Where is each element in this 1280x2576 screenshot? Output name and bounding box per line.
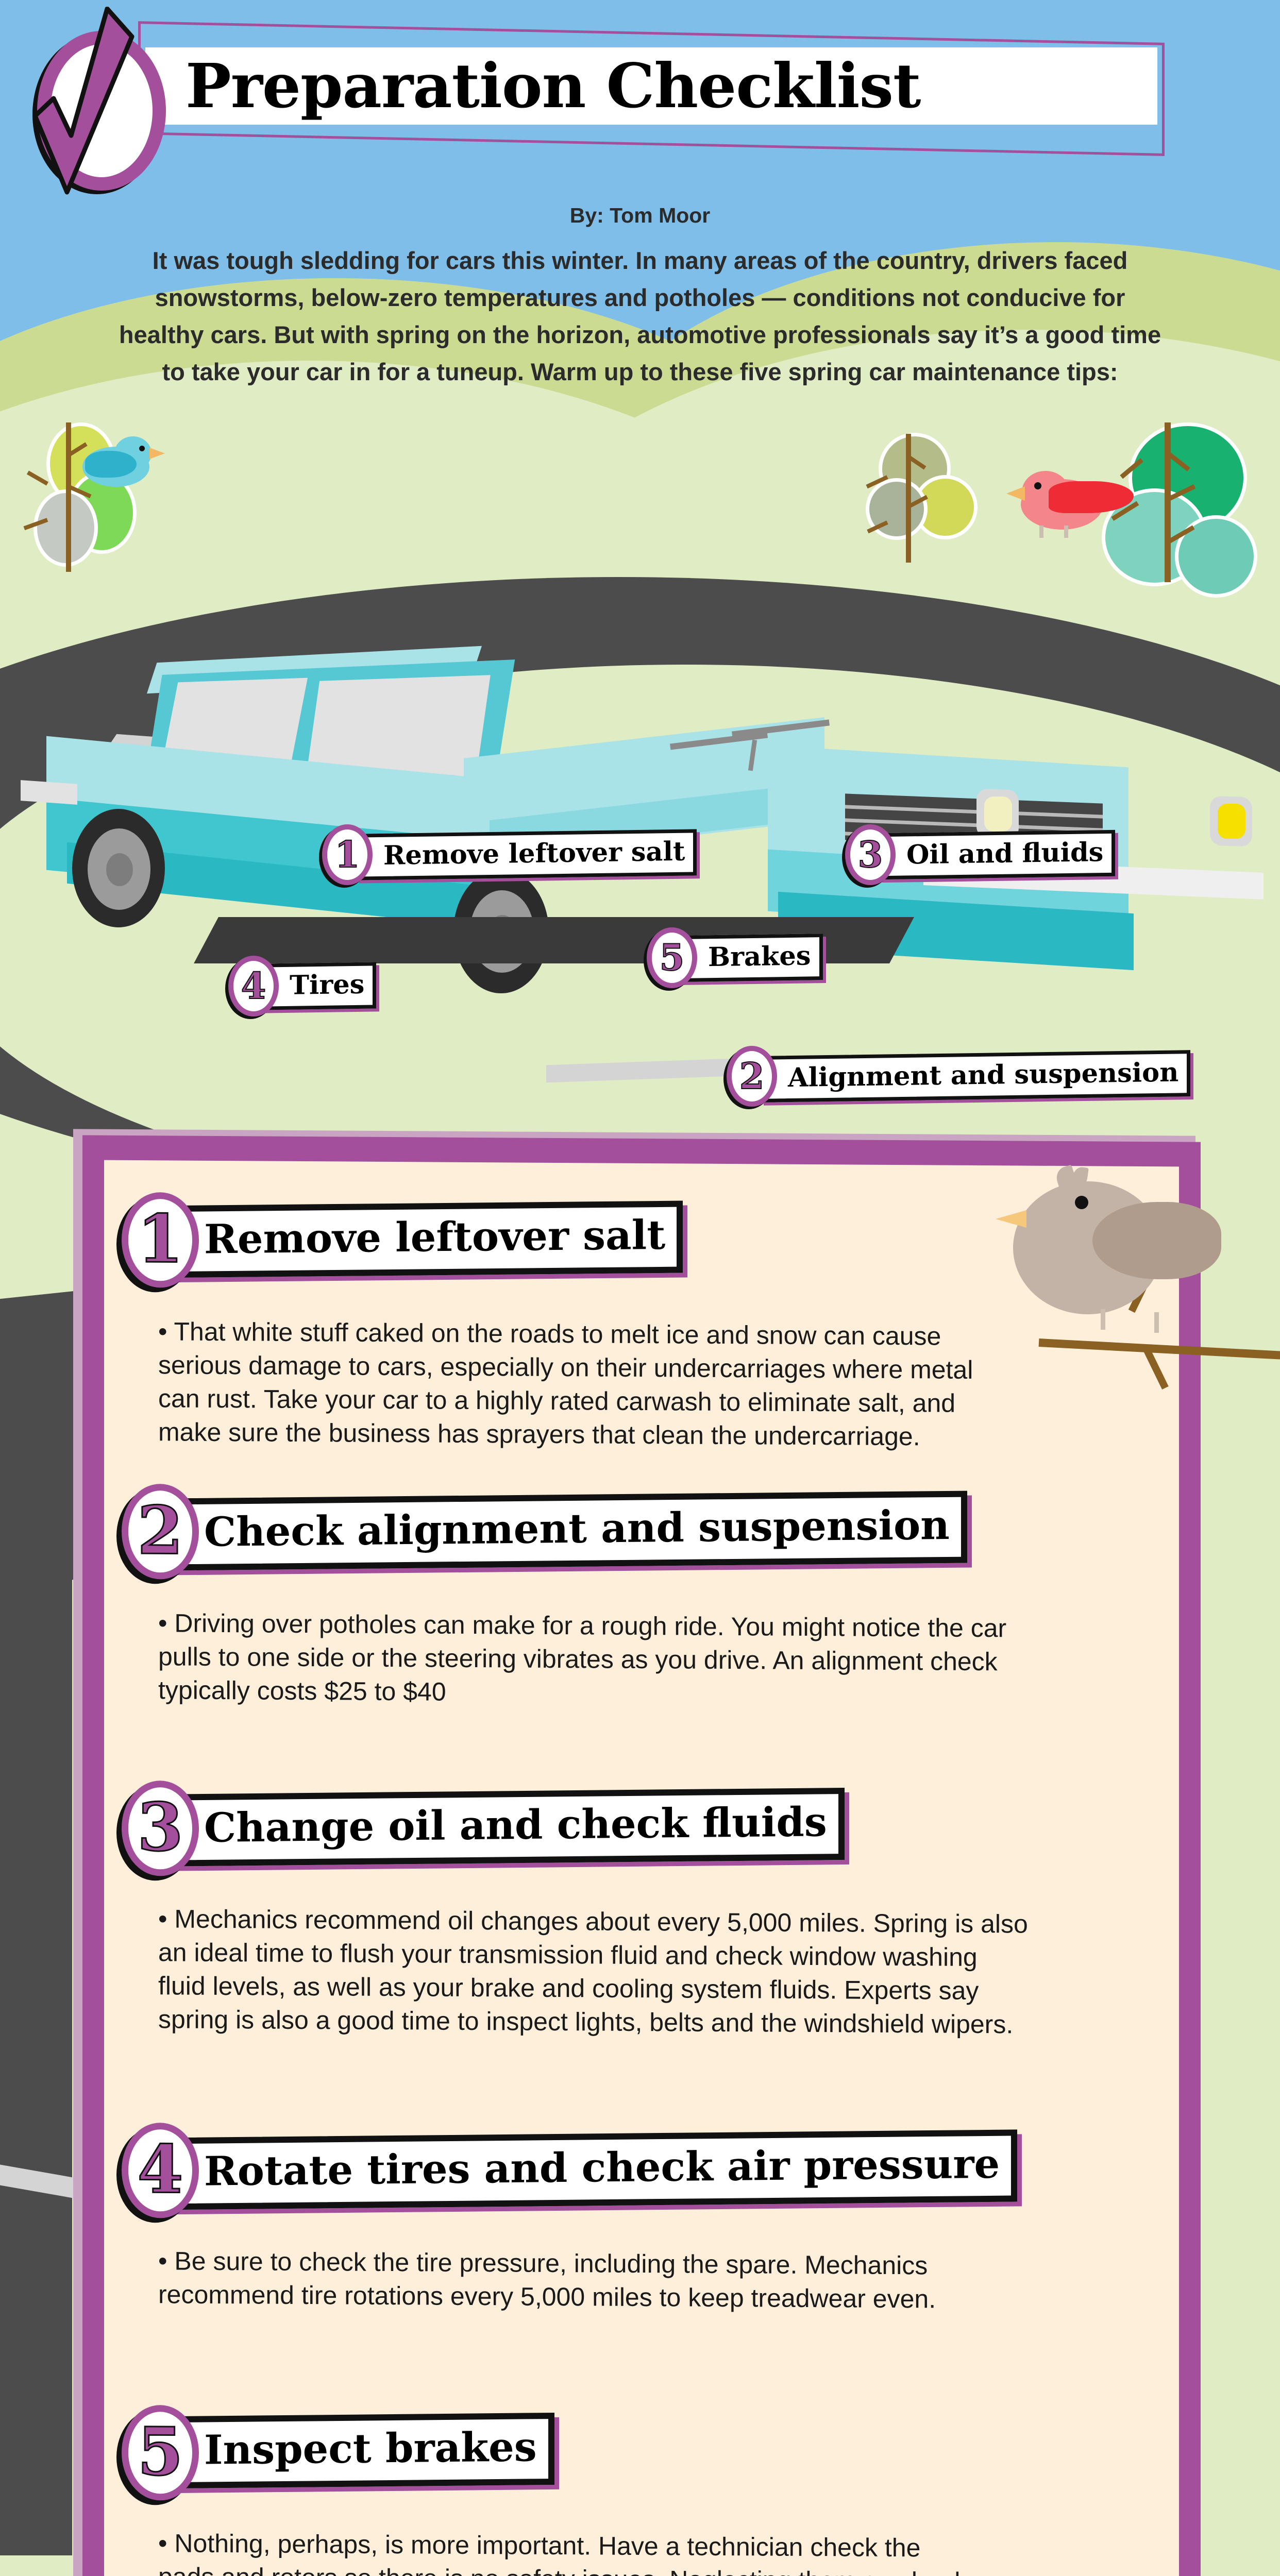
callout-4-label: Tires (262, 962, 377, 1010)
bird-blue-beak (149, 448, 165, 459)
bird-tan-leg-1 (1101, 1309, 1105, 1330)
title-band (145, 47, 1157, 125)
checklist-item-5-body: • Nothing, perhaps, is more important. H… (158, 2529, 960, 2576)
checklist-item-5-number: 5 (122, 2404, 199, 2501)
callout-3-label: Oil and fluids (879, 829, 1116, 880)
bird-red-eye (1034, 482, 1041, 489)
checklist-item-5-heading: Inspect brakes (162, 2412, 554, 2489)
bird-blue-wing (85, 451, 137, 478)
checklist-item-4-heading: Rotate tires and check air pressure (162, 2129, 1018, 2210)
callout-4-number: 4 (228, 956, 279, 1016)
checklist-item-2-heading: Check alignment and suspension (162, 1490, 967, 1571)
callout-3-number: 3 (845, 824, 896, 885)
checkmark-icon (10, 3, 175, 195)
road-left-strip (0, 1319, 72, 2555)
bird-red-wing (1049, 481, 1134, 513)
checklist-item-2-number: 2 (122, 1483, 199, 1580)
checklist-item-1-body: • That white stuff caked on the roads to… (158, 1317, 973, 1451)
intro-paragraph: It was tough sledding for cars this wint… (119, 247, 1161, 385)
callout-2-number: 2 (727, 1046, 777, 1107)
checklist-panel-inner: 1 Remove leftover salt • That white stuf… (104, 1160, 1179, 2576)
bird-tan-beak (996, 1210, 1026, 1228)
bird-red-leg-2 (1064, 526, 1068, 538)
checklist-item-4-body: • Be sure to check the tire pressure, in… (158, 2246, 936, 2314)
bird-tan-leg-2 (1154, 1312, 1159, 1333)
bird-blue-eye (139, 446, 145, 451)
headlight-right-lens (1218, 804, 1245, 839)
bird-tan (996, 1164, 1221, 1337)
car-rear-bumper (21, 780, 77, 805)
checklist-item-3-heading: Change oil and check fluids (162, 1787, 845, 1867)
callout-5-number: 5 (647, 927, 697, 988)
tree-leaf-gray (33, 489, 98, 567)
headlight-left-lens (984, 796, 1012, 832)
bird-tan-wing (1092, 1202, 1221, 1279)
callout-1-number: 1 (322, 824, 373, 885)
car-illustration (0, 556, 1280, 1113)
checklist-item-4: 4 Rotate tires and check air pressure • … (104, 2108, 1179, 2403)
tree-mid-right (866, 433, 1020, 665)
checklist-item-3: 3 Change oil and check fluids • Mechanic… (104, 1768, 1179, 2115)
bird-red-beak (1006, 486, 1025, 501)
checklist-item-3-body: • Mechanics recommend oil changes about … (158, 1904, 1028, 2039)
byline: By: Tom Moor (569, 204, 711, 227)
checklist-item-1-number: 1 (122, 1192, 199, 1288)
checklist-item-1-heading: Remove leftover salt (162, 1200, 683, 1278)
page-title: Preparation Checklist (186, 50, 921, 122)
checklist-item-2-body: • Driving over potholes can make for a r… (158, 1608, 1007, 1706)
checklist-panel: 1 Remove leftover salt • That white stuf… (82, 1135, 1201, 2576)
bird-blue (82, 435, 175, 492)
tree-leaf-sage (866, 478, 928, 540)
bird-red-leg-1 (1039, 526, 1043, 538)
bird-tan-eye (1075, 1196, 1088, 1209)
tree-trunk (66, 422, 71, 572)
bird-red (1006, 468, 1141, 540)
checklist-item-3-number: 3 (122, 1780, 199, 1876)
checklist-item-2: 2 Check alignment and suspension • Drivi… (104, 1469, 1179, 1775)
tree-trunk-2 (906, 434, 911, 563)
wheel-rear-cap (106, 853, 133, 886)
checklist-item-4-number: 4 (122, 2122, 199, 2218)
callout-2-label: Alignment and suspension (761, 1050, 1191, 1103)
checkmark-tick-icon (32, 7, 134, 195)
callout-5-label: Brakes (681, 934, 823, 982)
checklist-item-5: 5 Inspect brakes • Nothing, perhaps, is … (104, 2397, 1179, 2576)
callout-1-label: Remove leftover salt (356, 829, 697, 880)
